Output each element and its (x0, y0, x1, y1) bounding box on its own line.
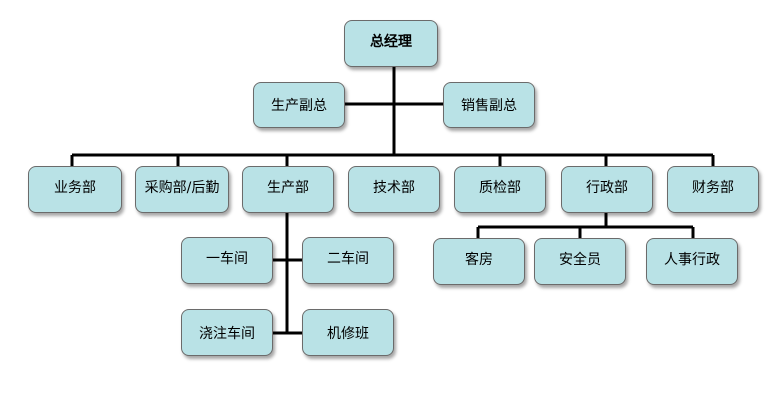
node-dept-production: 生产部 (242, 166, 334, 213)
node-admin-guest-rooms: 客房 (433, 238, 525, 285)
node-unit-label: 一车间 (206, 251, 248, 267)
node-admin-label: 人事行政 (664, 252, 720, 268)
node-admin-hr: 人事行政 (646, 238, 738, 285)
node-vp-sales-label: 销售副总 (461, 98, 517, 114)
node-vp-production: 生产副总 (253, 82, 345, 128)
node-unit-maintenance: 机修班 (302, 309, 394, 356)
node-dept-business: 业务部 (28, 166, 122, 213)
node-admin-label: 客房 (465, 252, 493, 268)
node-dept-label: 质检部 (479, 180, 521, 196)
node-unit-label: 二车间 (327, 251, 369, 267)
node-dept-purchasing: 采购部/后勤 (135, 166, 229, 213)
node-dept-quality: 质检部 (454, 166, 546, 213)
node-dept-label: 技术部 (373, 180, 415, 196)
node-dept-label: 行政部 (586, 180, 628, 196)
node-ceo-label: 总经理 (370, 34, 412, 50)
node-dept-label: 生产部 (267, 180, 309, 196)
node-admin-label: 安全员 (559, 252, 601, 268)
node-dept-admin: 行政部 (561, 166, 653, 213)
node-unit-label: 机修班 (327, 325, 369, 342)
node-vp-production-label: 生产副总 (271, 98, 327, 114)
node-ceo: 总经理 (344, 20, 438, 67)
node-unit-label: 浇注车间 (199, 325, 255, 342)
node-dept-technology: 技术部 (348, 166, 440, 213)
node-dept-label: 财务部 (692, 180, 734, 196)
node-vp-sales: 销售副总 (443, 82, 535, 128)
node-unit-casting: 浇注车间 (181, 309, 273, 356)
node-unit-workshop-2: 二车间 (302, 237, 394, 284)
node-dept-label: 采购部/后勤 (144, 180, 220, 196)
node-dept-finance: 财务部 (667, 166, 759, 213)
node-admin-safety: 安全员 (534, 238, 626, 285)
node-dept-label: 业务部 (54, 180, 96, 196)
node-unit-workshop-1: 一车间 (181, 237, 273, 284)
